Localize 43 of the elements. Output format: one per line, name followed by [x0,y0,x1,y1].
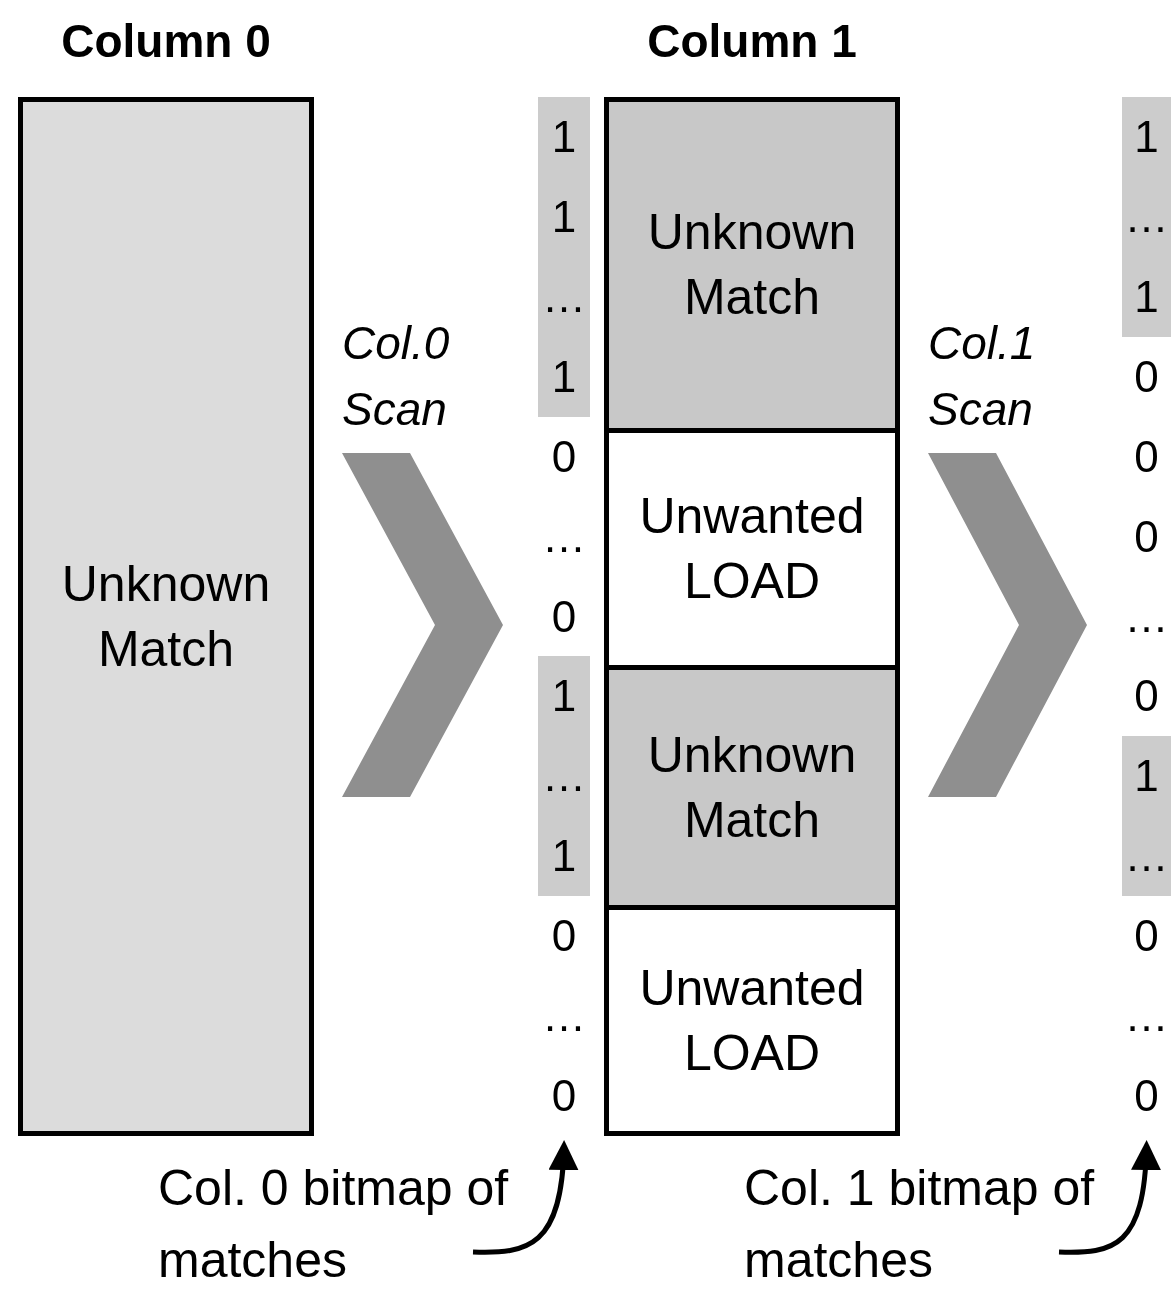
bit-value: 1 [1133,270,1160,323]
bit-value: … [1123,830,1170,883]
segment-label: Unknown Match [646,203,858,327]
bit-value: … [1123,590,1170,643]
segment-label: Unwanted LOAD [638,487,866,611]
column-heading: Column 0 [61,14,271,68]
bit-value: 0 [1133,350,1160,403]
bit-value: 0 [1133,1070,1160,1123]
bit-value: 1 [550,190,578,243]
bit-value: … [541,510,587,563]
bit-value: 1 [550,830,578,883]
bit-value: 0 [550,590,578,643]
segment-label: Unwanted LOAD [638,958,866,1083]
bit-value: … [541,990,587,1043]
leader-arrow [1058,1140,1161,1255]
column-segment [609,665,895,905]
bit-value: 0 [1133,430,1160,483]
callout-text: Col. 1 bitmap of matches [744,1152,1114,1289]
bit-value: … [541,750,587,803]
bit-value: … [1123,990,1170,1043]
edge-label: Col.0 Scan [342,316,451,437]
leader-arrow [472,1140,578,1255]
bit-value: … [541,270,587,323]
bit-value: 1 [550,670,578,723]
column-heading: Column 1 [647,14,857,68]
segment-label: Unknown Match [646,725,858,850]
chevron-arrow [342,453,503,797]
bit-value: 1 [1133,750,1160,803]
bit-value: 0 [1133,670,1160,723]
bit-value: 1 [550,350,578,403]
chevron-arrow [928,453,1087,797]
edge-label: Col.1 Scan [928,316,1037,437]
bit-value: 0 [1133,910,1160,963]
bit-value: 1 [550,110,578,163]
column-label: Unknown Match [60,554,272,679]
column-segment [609,102,895,428]
bit-value: … [1123,190,1170,243]
bit-value: 1 [1133,110,1160,163]
bit-value: 0 [1133,510,1160,563]
callout-text: Col. 0 bitmap of matches [158,1152,528,1289]
bit-value: 0 [550,430,578,483]
bit-value: 0 [550,1070,578,1123]
bit-value: 0 [550,910,578,963]
